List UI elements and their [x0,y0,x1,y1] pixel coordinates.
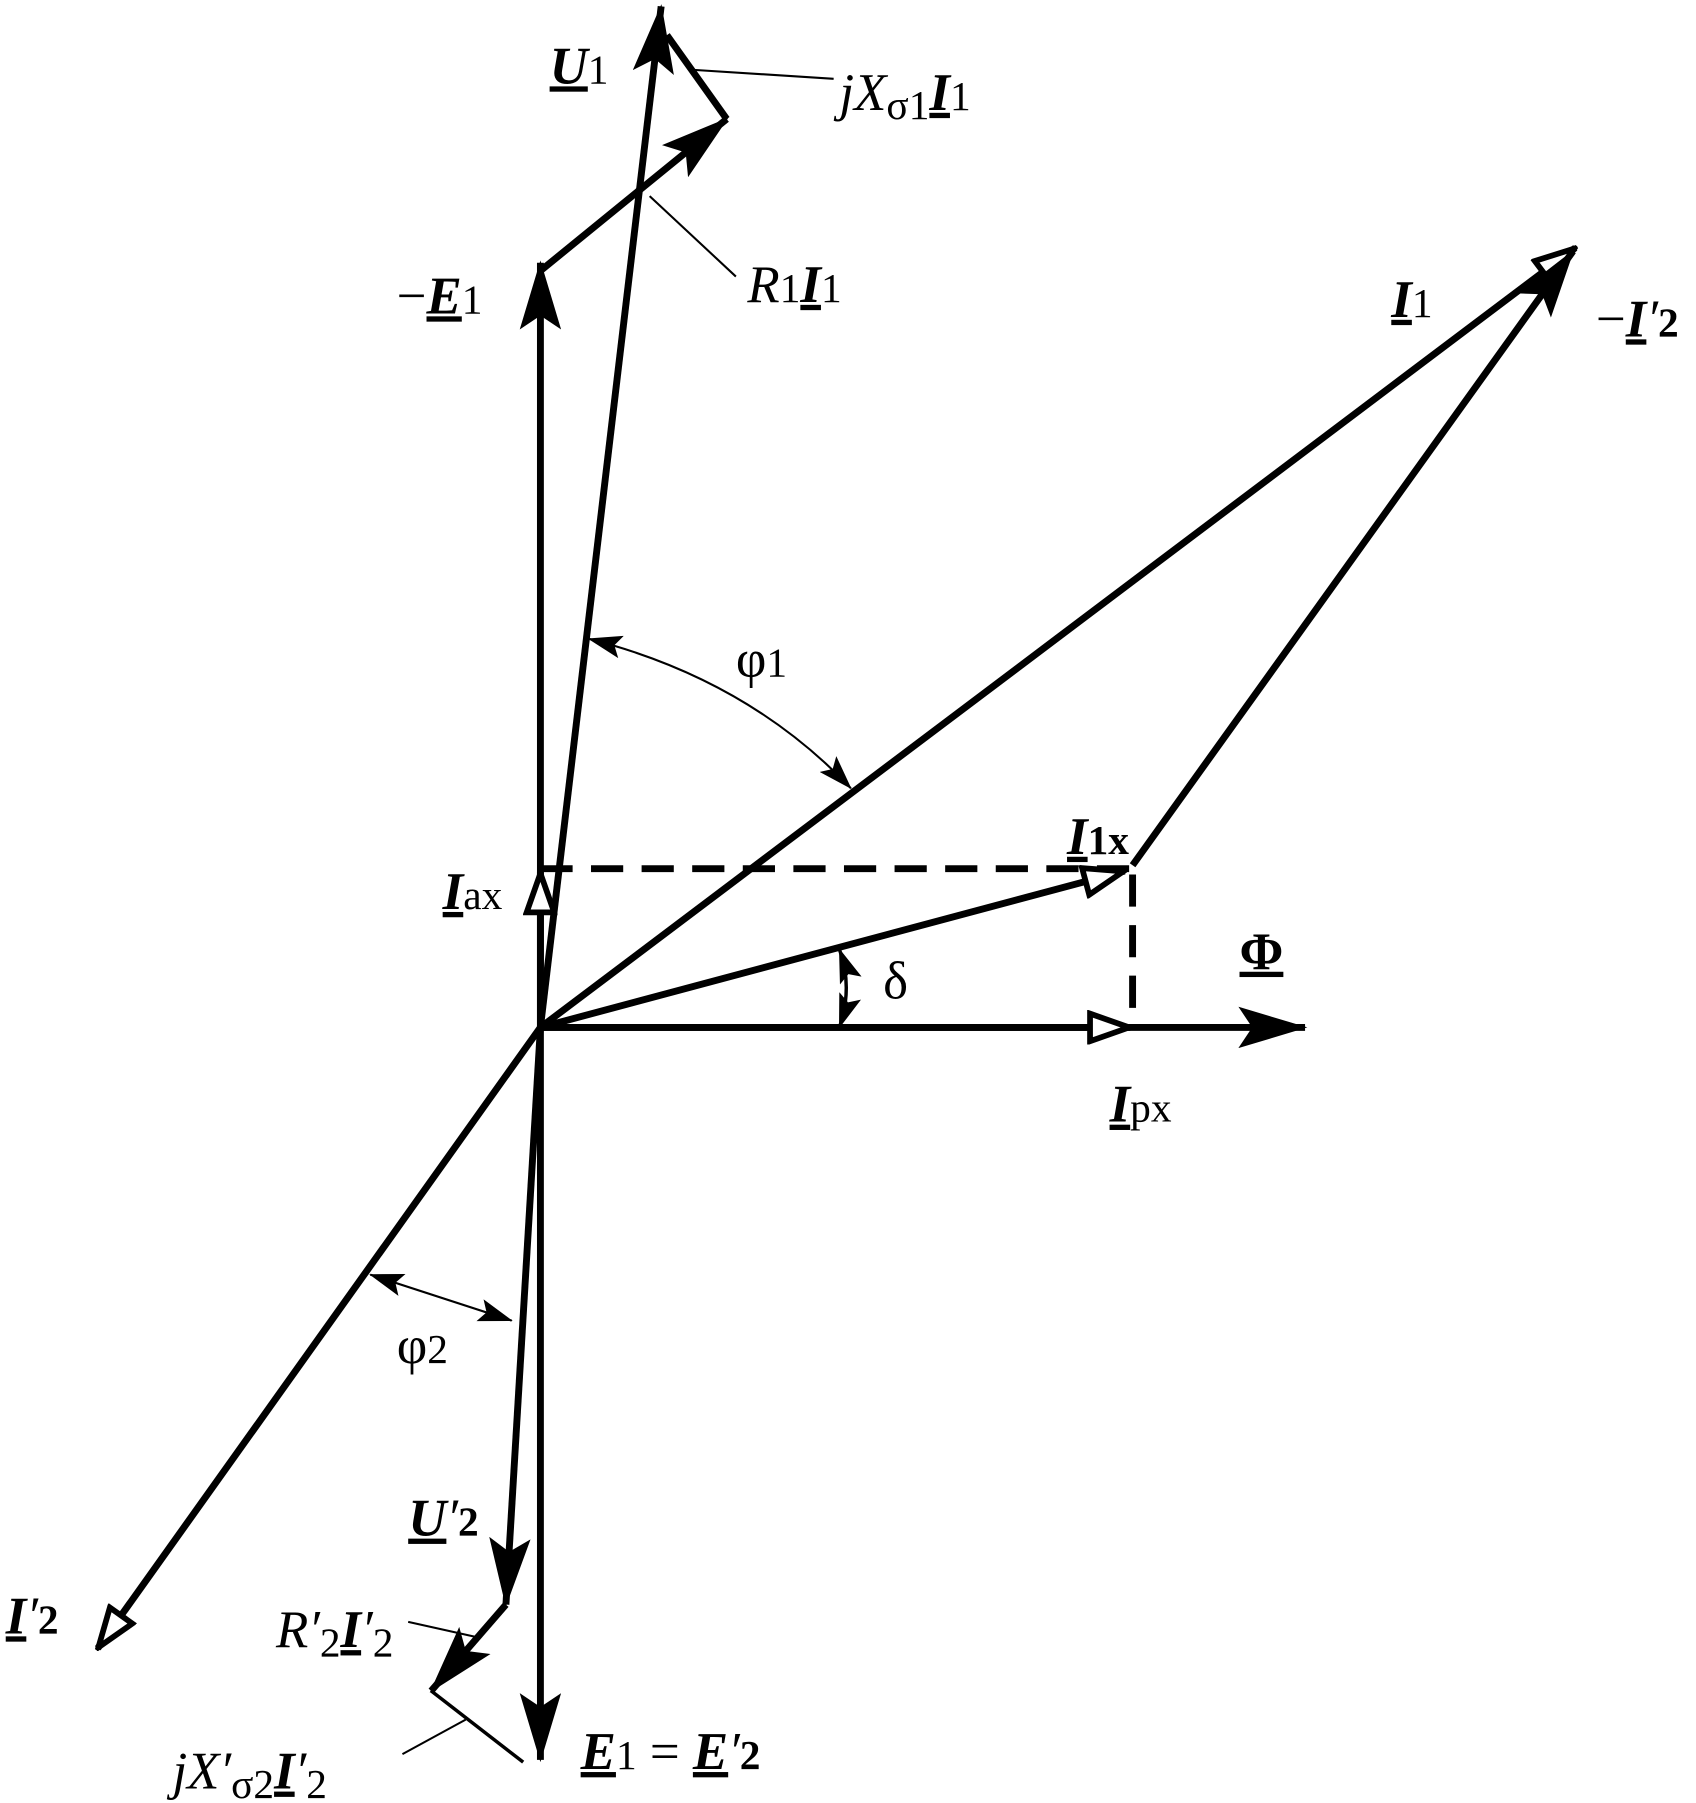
angle-arc-phi1 [587,635,852,790]
vector-jXs1I1 [664,33,730,122]
label-I1x: I1x [1066,808,1129,866]
leader-R1I1 [648,195,737,278]
label-R2I2p: R′2I′2 [275,1601,393,1665]
vector-R1I1 [538,116,729,274]
label-Phi: Φ [1240,923,1284,981]
label-jXs2I2p: jX′σ2I′2 [166,1743,326,1803]
label-I1: I1 [1390,271,1432,329]
vector-U1 [536,4,674,1028]
vector-R2I2p [428,1602,509,1694]
label-minus-E1: −E1 [397,267,483,325]
label-U2p: U′2 [408,1490,478,1548]
vector-U2p [489,1027,544,1607]
label-phi2: φ2 [397,1317,448,1375]
label-Ipx: Ipx [1109,1076,1172,1134]
vector-I1x [539,871,1124,1031]
label-jXs1I1: jXσ1I1 [833,64,970,128]
leader-jXs1I1 [689,68,834,80]
vector-minus-I2p [1129,249,1576,868]
label-U1: U1 [550,37,609,95]
label-I2p: I′2 [5,1587,59,1645]
angle-arc-delta [837,948,862,1029]
label-phi1: φ1 [736,631,787,689]
label-minus-I2p: −I′2 [1596,290,1679,348]
leader-jXs2I2p [401,1718,467,1756]
vector-I2p [98,1025,544,1648]
vector-I1 [538,248,1575,1031]
label-R1I1: R1I1 [746,256,841,314]
leader-R2I2p [407,1620,481,1639]
label-delta: δ [883,953,908,1011]
angle-arc-phi2 [369,1273,513,1322]
label-Iax: Iax [442,863,503,921]
vector-jXs2I2p [430,1689,525,1764]
label-E1-equals-E2p: E1 = E′2 [580,1723,761,1781]
